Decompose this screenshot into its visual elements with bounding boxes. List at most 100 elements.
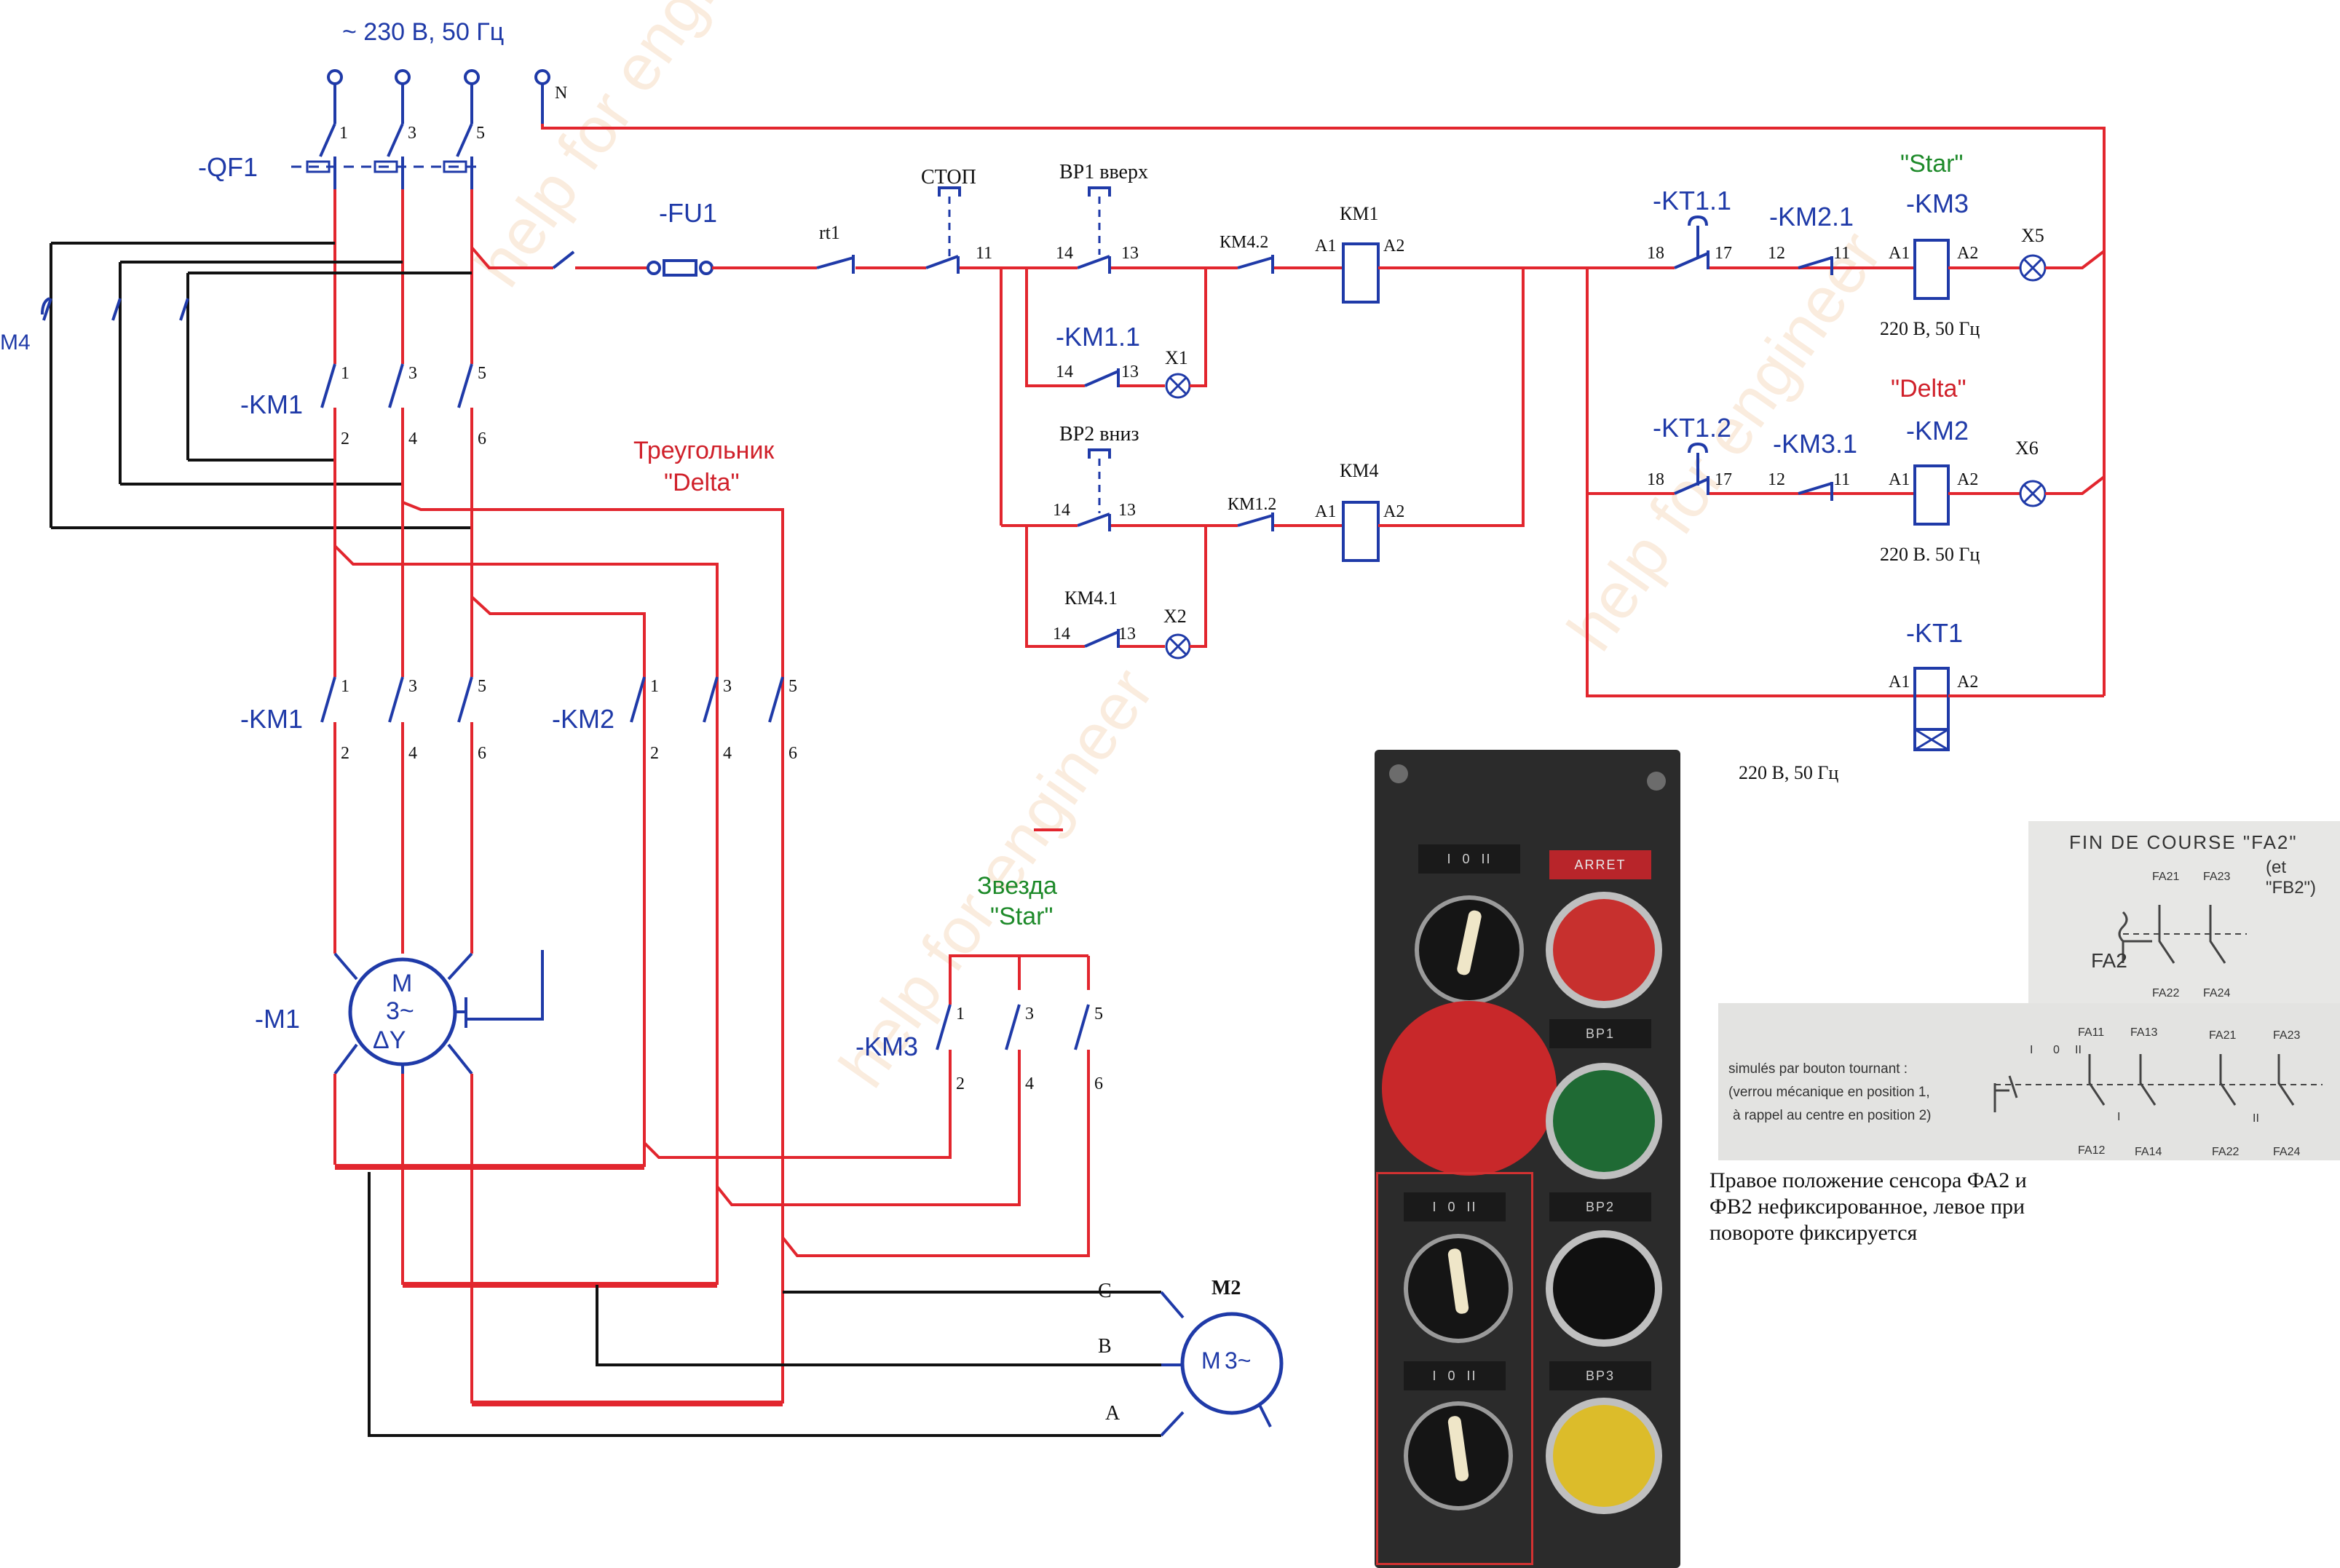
scan-tag: FA24 bbox=[2273, 1146, 2301, 1158]
neutral-label: N bbox=[555, 84, 567, 103]
kt1-a2: A2 bbox=[1957, 673, 1978, 692]
km2-main-t2: 2 bbox=[650, 744, 659, 763]
km1-main-t3: 3 bbox=[408, 677, 417, 696]
bp1-button bbox=[1077, 186, 1111, 274]
bp2-label: ВР2 вниз bbox=[1059, 423, 1139, 446]
arret-plate: ARRET bbox=[1549, 850, 1651, 879]
km11-14: 14 bbox=[1056, 363, 1073, 381]
delta-label-en: "Delta" bbox=[664, 469, 740, 496]
scan-rotary-symbol bbox=[1993, 1054, 2323, 1112]
kt11-17: 17 bbox=[1715, 244, 1732, 263]
km1-top-t1: 1 bbox=[341, 364, 349, 383]
km11-label: -KM1.1 bbox=[1056, 322, 1140, 352]
scan-title: FIN DE COURSE "FA2" bbox=[2069, 831, 2298, 853]
kt12-contact bbox=[1674, 442, 1709, 495]
m2-phase-c: C bbox=[1098, 1280, 1112, 1302]
scan-pos: II bbox=[2253, 1112, 2259, 1125]
bp2-black-button bbox=[1553, 1238, 1655, 1339]
scan-pos: I bbox=[2030, 1044, 2033, 1056]
m2-label: M2 bbox=[1211, 1277, 1241, 1299]
x1-label: X1 bbox=[1165, 347, 1188, 368]
kt11-label: -KT1.1 bbox=[1653, 186, 1731, 215]
stop-button bbox=[925, 186, 961, 274]
km2-main-t6: 6 bbox=[788, 744, 797, 763]
delta-label-ru: Треугольник bbox=[633, 437, 775, 464]
scan-switch-symbol bbox=[2118, 905, 2247, 964]
note-line: ФВ2 нефиксированное, левое при bbox=[1709, 1195, 2025, 1219]
scan-pos: II bbox=[2075, 1044, 2082, 1056]
km1-top-label: -KM1 bbox=[240, 389, 303, 419]
star-label-ru: Звезда bbox=[977, 872, 1057, 900]
kt11-contact bbox=[1674, 215, 1709, 269]
qf1-label: -QF1 bbox=[198, 152, 258, 182]
km3-t1: 1 bbox=[956, 1005, 965, 1023]
motor-m2 bbox=[1160, 1291, 1284, 1437]
km2-main-t4: 4 bbox=[723, 744, 732, 763]
km3-t3: 3 bbox=[1025, 1005, 1034, 1023]
scan-pos: I bbox=[2117, 1111, 2121, 1123]
km1-main-t5: 5 bbox=[478, 677, 486, 696]
scan-pos: 0 bbox=[2053, 1044, 2060, 1056]
scan-tag: FA21 bbox=[2152, 871, 2180, 883]
km3-t4: 4 bbox=[1025, 1074, 1034, 1093]
scan-tag: FA23 bbox=[2273, 1029, 2301, 1042]
v3-label: 220 В, 50 Гц bbox=[1739, 762, 1838, 783]
km3-contacts bbox=[936, 1004, 1090, 1050]
qf1-breaker bbox=[291, 123, 481, 189]
phase-1-label: 1 bbox=[339, 124, 348, 143]
km4-coil bbox=[1342, 501, 1380, 562]
bp1-green-button bbox=[1553, 1070, 1655, 1172]
watermark-1: help for engineer bbox=[462, 0, 803, 299]
km1-a2: A2 bbox=[1383, 237, 1404, 256]
delta-title: "Delta" bbox=[1891, 375, 1967, 403]
km41-label: КМ4.1 bbox=[1064, 587, 1118, 609]
bp2-plate: BP2 bbox=[1549, 1192, 1651, 1221]
kt1-a1: A1 bbox=[1889, 673, 1910, 692]
m1-phase: 3~ bbox=[386, 997, 414, 1025]
bp2-button bbox=[1077, 448, 1111, 531]
km1-coil-label: КМ1 bbox=[1340, 203, 1378, 224]
km1-top-t6: 6 bbox=[478, 429, 486, 448]
fu1-fuse bbox=[647, 259, 714, 277]
phase-3-label: 3 bbox=[408, 124, 416, 143]
bp1-plate: BP1 bbox=[1549, 1019, 1651, 1048]
scan-tag: FA24 bbox=[2203, 987, 2231, 999]
km1-top-t4: 4 bbox=[408, 429, 417, 448]
bp2-14: 14 bbox=[1053, 501, 1070, 520]
km1-main-t4: 4 bbox=[408, 744, 417, 763]
km3-t2: 2 bbox=[956, 1074, 965, 1093]
km4-contacts bbox=[41, 242, 472, 529]
screw-icon bbox=[1389, 764, 1408, 783]
scan-tag: FA11 bbox=[2078, 1026, 2105, 1039]
scan-tag: FA21 bbox=[2209, 1029, 2237, 1042]
km4-a2: A2 bbox=[1383, 502, 1404, 521]
selector-label: I 0 II bbox=[1404, 1361, 1506, 1390]
scan-tag: FA13 bbox=[2130, 1026, 2158, 1039]
kt1-label: -KT1 bbox=[1906, 618, 1963, 648]
note-line: повороте фиксируется bbox=[1709, 1221, 1918, 1245]
supply-label: ~ 230 В, 50 Гц bbox=[342, 18, 504, 46]
km41-14: 14 bbox=[1053, 625, 1070, 644]
limit-switch-scan-bottom: simulés par bouton tournant : (verrou mé… bbox=[1718, 1003, 2340, 1160]
scan-tag: FA14 bbox=[2135, 1146, 2162, 1158]
km1-main-t2: 2 bbox=[341, 744, 349, 763]
v2-label: 220 В. 50 Гц bbox=[1880, 544, 1980, 565]
bp1-label: ВР1 вверх bbox=[1059, 161, 1148, 183]
km12-label: КМ1.2 bbox=[1228, 495, 1276, 514]
km1-top-t2: 2 bbox=[341, 429, 349, 448]
km1-a1: A1 bbox=[1315, 237, 1336, 256]
km1-coil bbox=[1342, 242, 1380, 304]
rt1-label: rt1 bbox=[819, 222, 840, 243]
phase-5-label: 5 bbox=[476, 124, 485, 143]
scan-tag: FA22 bbox=[2152, 987, 2180, 999]
bp3-yellow-button bbox=[1553, 1405, 1655, 1507]
star-label-en: "Star" bbox=[990, 903, 1054, 930]
selector-label: I 0 II bbox=[1404, 1192, 1506, 1221]
stop-terminal: 11 bbox=[976, 244, 992, 263]
km2-main-t5: 5 bbox=[788, 677, 797, 696]
kt12-17: 17 bbox=[1715, 470, 1732, 489]
selector-label: I 0 II bbox=[1418, 844, 1520, 874]
v1-label: 220 В, 50 Гц bbox=[1880, 318, 1980, 339]
km2-coil-label: -KM2 bbox=[1906, 416, 1969, 446]
km11-13: 13 bbox=[1121, 363, 1139, 381]
